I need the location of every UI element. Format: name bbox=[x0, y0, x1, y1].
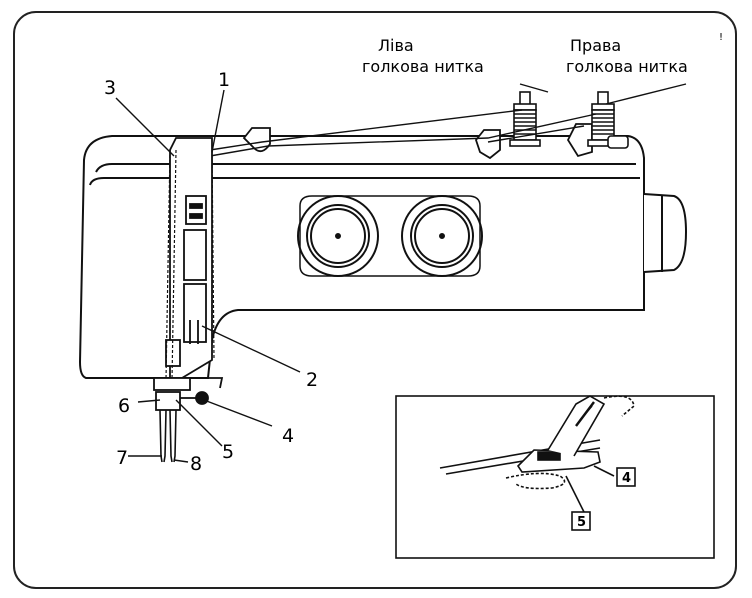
right-thread-label-line1: Права bbox=[570, 36, 621, 55]
inset-label-4-box bbox=[616, 467, 636, 487]
dashed-thread-channel bbox=[165, 149, 215, 381]
callout-6: 6 bbox=[118, 395, 130, 417]
right-thread-label-line2: голкова нитка bbox=[566, 57, 688, 76]
callout-4: 4 bbox=[282, 425, 294, 447]
callout-7: 7 bbox=[116, 447, 128, 469]
inset-label-5: 5 bbox=[577, 515, 586, 530]
left-thread-label-line2: голкова нитка bbox=[362, 57, 484, 76]
tension-dial-left bbox=[297, 195, 379, 277]
callout-2: 2 bbox=[306, 369, 318, 391]
callout-1: 1 bbox=[218, 69, 230, 91]
callout-8: 8 bbox=[190, 453, 202, 475]
dial-housing bbox=[299, 195, 481, 277]
inset-label-4: 4 bbox=[622, 471, 631, 486]
left-thread-label-line1: Ліва bbox=[378, 36, 414, 55]
right-spool bbox=[587, 91, 629, 149]
inset-frame bbox=[395, 395, 715, 559]
corner-mark: ! bbox=[719, 32, 723, 43]
left-spool bbox=[509, 91, 541, 147]
tension-dial-right bbox=[401, 195, 483, 277]
callout-5: 5 bbox=[222, 441, 234, 463]
inset-detail: 4 5 bbox=[395, 395, 715, 559]
inset-label-5-box bbox=[571, 511, 591, 531]
callout-leaders bbox=[115, 83, 687, 463]
thread-paths bbox=[209, 109, 597, 157]
callout-3: 3 bbox=[104, 77, 116, 99]
needle-head bbox=[165, 137, 213, 379]
